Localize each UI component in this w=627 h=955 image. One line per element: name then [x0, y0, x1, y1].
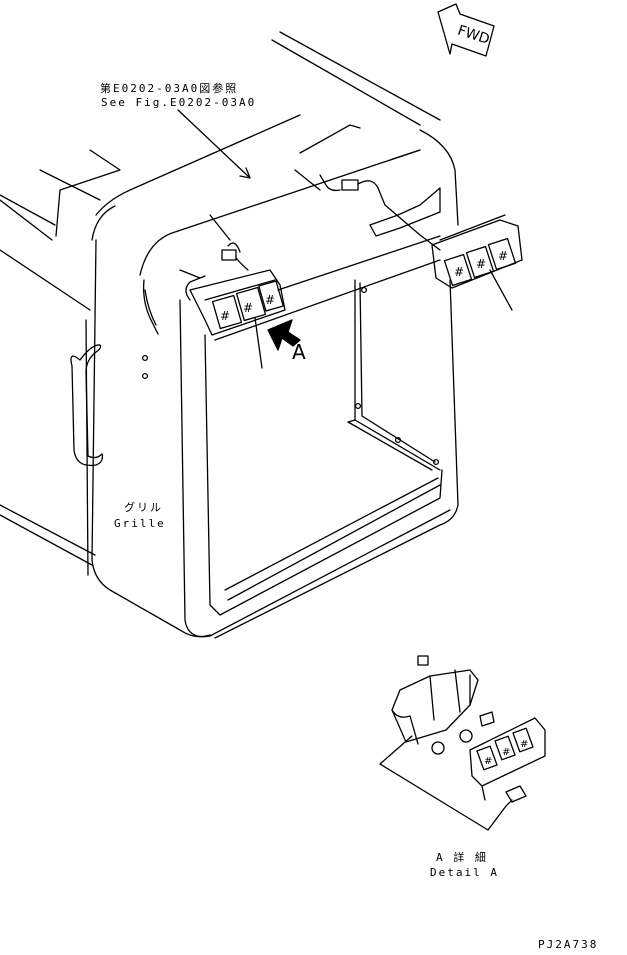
detail-label-en: Detail A	[430, 866, 499, 879]
svg-text:#: #	[502, 747, 510, 758]
grille-label-en: Grille	[114, 517, 166, 530]
figure-id: PJ2A738	[538, 938, 599, 951]
grille-label-ja: グリル	[124, 501, 163, 514]
svg-text:#: #	[243, 301, 253, 315]
svg-text:#: #	[265, 293, 275, 307]
right-lamp-assembly: # # #	[431, 214, 523, 311]
svg-text:#: #	[476, 257, 486, 271]
callout-letter-a: A	[292, 340, 306, 364]
reference-leader-line	[177, 109, 251, 179]
svg-text:#: #	[220, 309, 230, 323]
reference-label-en: See Fig.E0202-03A0	[101, 96, 257, 109]
left-lamp-assembly: # # #	[189, 269, 286, 369]
callout-arrow-icon	[267, 319, 301, 351]
cab-body	[0, 235, 459, 639]
door-handle-icon	[70, 344, 104, 467]
svg-text:#: #	[454, 265, 464, 279]
svg-text:#: #	[498, 249, 508, 263]
svg-text:#: #	[520, 739, 528, 750]
cab-roof	[0, 31, 459, 335]
wiring-harness	[221, 174, 441, 271]
detail-a-parts: # # #	[379, 655, 546, 831]
svg-text:#: #	[484, 756, 492, 767]
fwd-label: FWD	[455, 23, 491, 48]
detail-label-ja: A 詳 細	[436, 851, 488, 864]
reference-label-ja: 第E0202-03A0図参照	[100, 82, 239, 95]
fwd-arrow-icon: FWD	[437, 3, 495, 57]
